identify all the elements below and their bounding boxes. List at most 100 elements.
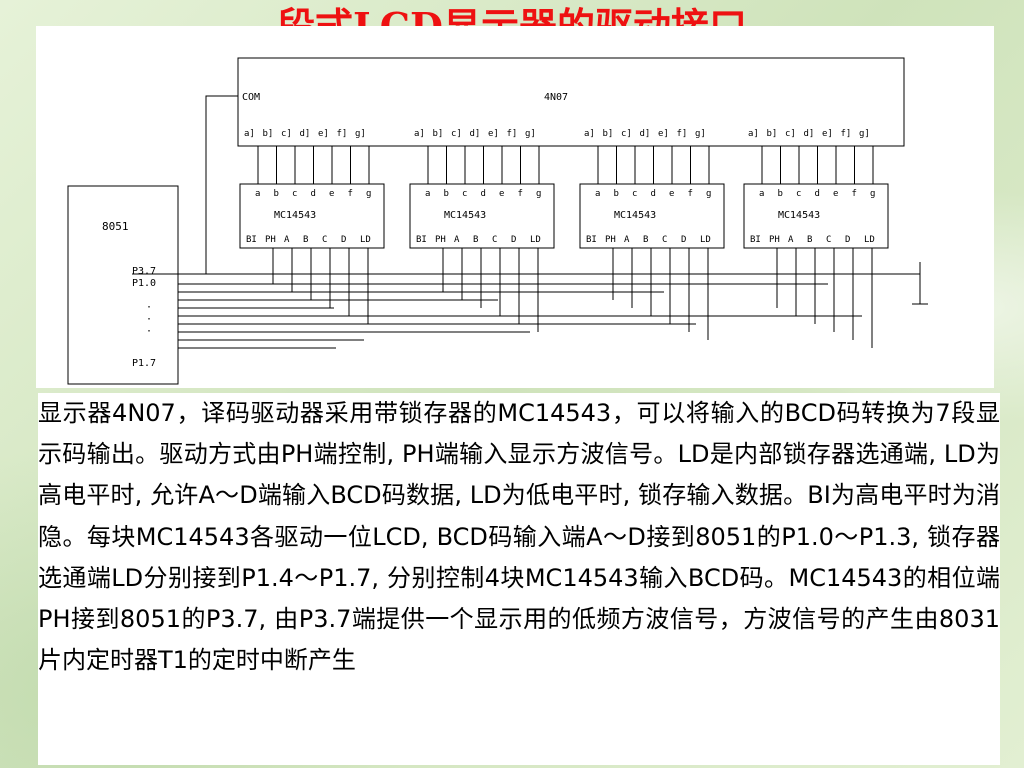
decoder-input-pin-label: LD (530, 235, 541, 245)
decoder-output-pin-label: d (651, 189, 656, 199)
segment-pin-label: g] (525, 129, 536, 139)
decoder-input-pin-label: B (807, 235, 812, 245)
decoder-output-pin-label: f (348, 189, 353, 199)
decoder-output-pin-label: g (366, 189, 371, 199)
decoder-box (409, 183, 555, 249)
mcu-pin-label: · (146, 314, 152, 325)
mcu-pin-label: · (146, 302, 152, 313)
lcd-display-module (237, 57, 905, 147)
circuit-schematic: COM 4N07 8051 P3.7P1.0···P1.7 a]b]c]d]e]… (67, 57, 928, 385)
decoder-box (239, 183, 385, 249)
decoder-input-pin-label: LD (360, 235, 371, 245)
segment-pin-label: b] (767, 129, 778, 139)
decoder-input-pin-label: C (322, 235, 327, 245)
segment-pin-label: g] (859, 129, 870, 139)
decoder-output-pin-label: e (329, 189, 334, 199)
mcu-pin-label: P3.7 (132, 266, 156, 277)
segment-pin-label: c] (621, 129, 632, 139)
decoder-output-pin-label: g (536, 189, 541, 199)
decoder-input-pin-label: A (284, 235, 290, 245)
segment-pin-label: b] (603, 129, 614, 139)
decoder-output-pin-label: b (274, 189, 279, 199)
mcu-8051-box (67, 185, 179, 385)
segment-pin-label: c] (281, 129, 292, 139)
decoder-output-pin-label: e (499, 189, 504, 199)
decoder-input-pin-label: LD (700, 235, 711, 245)
decoder-input-pin-label: PH (265, 235, 276, 245)
body-paragraph: 显示器4N07，译码驱动器采用带锁存器的MC14543，可以将输入的BCD码转换… (38, 393, 1000, 765)
segment-pin-label: d] (300, 129, 311, 139)
segment-pin-label: g] (355, 129, 366, 139)
decoder-output-pin-label: a (595, 189, 600, 199)
segment-pin-label: c] (785, 129, 796, 139)
segment-pin-label: f] (677, 129, 688, 139)
segment-pin-label: c] (451, 129, 462, 139)
segment-pin-label: d] (640, 129, 651, 139)
decoder-input-pin-label: D (845, 235, 850, 245)
decoder-output-pin-label: d (311, 189, 316, 199)
decoder-output-pin-label: c (632, 189, 637, 199)
decoder-output-pin-label: c (292, 189, 297, 199)
decoder-input-pin-label: BI (416, 235, 427, 245)
decoder-input-pin-label: PH (769, 235, 780, 245)
mcu-pin-label: · (146, 326, 152, 337)
decoder-output-pin-label: d (815, 189, 820, 199)
segment-pin-label: f] (841, 129, 852, 139)
segment-pin-label: a] (584, 129, 595, 139)
segment-pin-label: a] (414, 129, 425, 139)
decoder-label: MC14543 (614, 210, 656, 221)
segment-pin-label: e] (658, 129, 669, 139)
mcu-pin-label: P1.0 (132, 278, 156, 289)
segment-pin-label: f] (337, 129, 348, 139)
decoder-input-pin-label: B (643, 235, 648, 245)
segment-pin-label: b] (263, 129, 274, 139)
com-label: COM (242, 92, 260, 103)
segment-pin-label: d] (804, 129, 815, 139)
decoder-input-pin-label: D (681, 235, 686, 245)
segment-pin-label: b] (433, 129, 444, 139)
decoder-output-pin-label: c (796, 189, 801, 199)
decoder-output-pin-label: b (778, 189, 783, 199)
decoder-input-pin-label: C (826, 235, 831, 245)
decoder-input-pin-label: A (454, 235, 460, 245)
decoder-output-pin-label: c (462, 189, 467, 199)
segment-pin-label: e] (822, 129, 833, 139)
segment-pin-label: e] (318, 129, 329, 139)
decoder-output-pin-label: f (852, 189, 857, 199)
decoder-input-pin-label: PH (605, 235, 616, 245)
decoder-label: MC14543 (274, 210, 316, 221)
decoder-output-pin-label: e (669, 189, 674, 199)
decoder-output-pin-label: g (706, 189, 711, 199)
com-wire (132, 95, 238, 275)
decoder-output-pin-label: b (614, 189, 619, 199)
decoder-input-pin-label: B (303, 235, 308, 245)
decoder-input-pin-label: BI (586, 235, 597, 245)
decoder-output-pin-label: a (255, 189, 260, 199)
segment-pin-label: e] (488, 129, 499, 139)
decoder-output-pin-label: e (833, 189, 838, 199)
decoder-output-pin-label: d (481, 189, 486, 199)
decoder-input-pin-label: PH (435, 235, 446, 245)
decoder-input-pin-label: B (473, 235, 478, 245)
segment-pin-label: a] (748, 129, 759, 139)
decoder-input-pin-label: C (662, 235, 667, 245)
decoder-output-pin-label: a (425, 189, 430, 199)
decoder-input-pin-label: LD (864, 235, 875, 245)
decoder-input-pin-label: A (788, 235, 794, 245)
segment-pin-label: g] (695, 129, 706, 139)
decoder-output-pin-label: g (870, 189, 875, 199)
decoder-group: a] b] c] d] e] f] g] MC14543 a b c d e f gBI PH A B C D LD a]… (239, 129, 889, 249)
mcu-pin-label: P1.7 (132, 358, 156, 369)
decoder-input-pin-label: BI (246, 235, 257, 245)
decoder-input-pin-label: D (511, 235, 516, 245)
mcu-pin-labels: P3.7P1.0···P1.7 (132, 266, 156, 369)
segment-pin-label: f] (507, 129, 518, 139)
display-label: 4N07 (544, 92, 568, 103)
decoder-input-pin-label: D (341, 235, 346, 245)
decoder-output-pin-label: b (444, 189, 449, 199)
segment-pin-label: a] (244, 129, 255, 139)
decoder-output-pin-label: a (759, 189, 764, 199)
mcu-label: 8051 (102, 220, 129, 233)
decoder-box (579, 183, 725, 249)
